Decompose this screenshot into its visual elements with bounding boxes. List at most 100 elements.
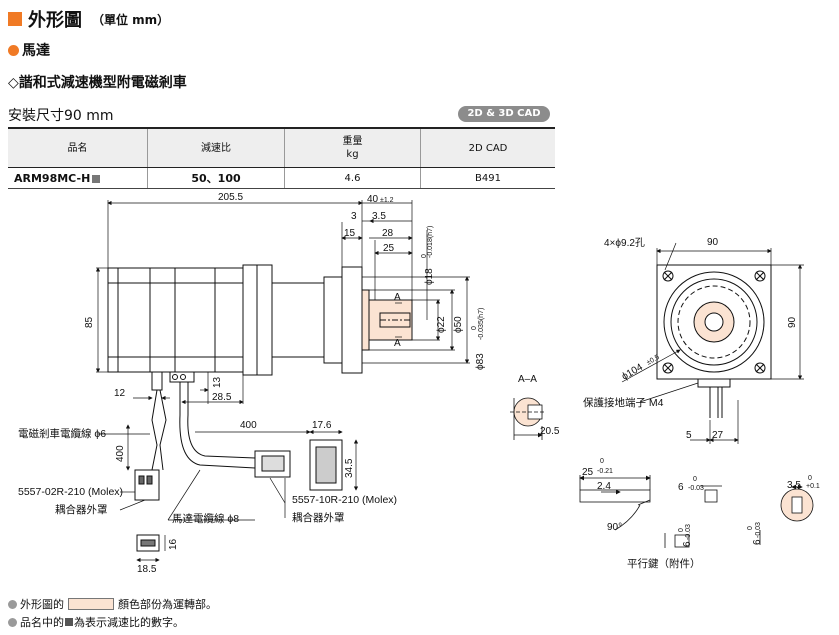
dim-phi104: ϕ104 [620,362,645,383]
motor-cable-label: 馬達電纜線 ϕ8 [172,512,239,525]
cell-ratio: 50、100 [147,167,285,189]
ground-terminal-label: 保護接地端子 M4 [583,396,664,409]
dimension-labels: 205.5 40 ±1.2 3 3.5 15 28 25 ϕ18 0 -0.01… [18,192,820,575]
dim-3-5: 3.5 [372,211,386,222]
section-aa [510,397,546,440]
dim-phi83-zero: 0 [471,326,478,330]
dim-34-5: 34.5 [344,458,355,478]
dim-phi83: ϕ83 [475,353,486,370]
dim-13: 13 [212,376,223,388]
key-dim-3-5-zero: 0 [808,475,812,482]
dim-phi18-zero: 0 [421,254,428,258]
dim-85: 85 [84,316,95,328]
cell-cad[interactable]: B491 [420,167,555,189]
dim-27: 27 [712,430,724,441]
title-text: 外形圖 [28,10,82,31]
coupler-cover-label-1: 耦合器外罩 [55,503,108,516]
note-bullet [8,617,17,627]
rotating-color-swatch [68,598,114,610]
spec-table: 品名 減速比 重量 kg 2D CAD ARM98MC-H 50、100 4.6… [8,127,555,189]
ratio-placeholder-box [92,174,101,183]
parallel-key-label: 平行鍵（附件） [627,557,701,570]
section-aa-title: A–A [518,374,537,385]
section-dot [8,44,19,56]
key-dim-25-tol: -0.21 [597,468,613,475]
dim-3: 3 [351,211,357,222]
dim-28: 28 [382,228,394,239]
col-header: 減速比 [147,127,285,168]
dim-205: 205.5 [218,192,243,203]
dim-28-5: 28.5 [212,392,232,403]
page-title: 外形圖 （單位 mm） [8,6,169,32]
dim-25: 25 [383,243,395,254]
key-dim-3-5: 3.5 [787,480,801,491]
section-a-bottom: A [394,338,401,349]
key-dim-6b-zero: 0 [678,528,685,532]
note1-end: 顏色部份為運轉部。 [118,598,217,611]
key-dim-6b: 6 [682,541,693,547]
dim-15: 15 [344,228,356,239]
subsection-heading: ◇諧和式減速機型附電磁剎車 [8,75,187,91]
dim-400-motor: 400 [240,420,257,431]
dim-phi83-tol: -0.035(h7) [478,308,485,340]
holes-label: 4×ϕ9.2孔 [604,237,645,249]
col-header: 2D CAD [420,127,555,168]
brake-cable-label: 電磁剎車電纜線 ϕ6 [18,427,106,440]
dim-18-5: 18.5 [137,564,157,575]
dim-90-width: 90 [707,237,719,248]
table-header-row: 品名 減速比 重量 kg 2D CAD [8,127,555,168]
section-a-top: A [394,292,401,303]
key-dim-6c: 6 [752,539,763,545]
dim-17-6: 17.6 [312,420,332,431]
dim-phi18-tol: -0.018(h7) [427,226,434,258]
note-rotating-parts: 外形圖的 顏色部份為運轉部。 [8,596,217,612]
dim-16: 16 [168,538,179,550]
note-ratio-box: 品名中的 為表示減速比的數字。 [8,614,184,630]
note-bullet [8,599,17,609]
section-heading: 馬達 [8,40,50,60]
title-marker [8,12,22,26]
key-dim-6c-zero: 0 [747,526,754,530]
dim-phi18: ϕ18 [424,268,435,285]
table-row: ARM98MC-H 50、100 4.6 B491 [8,167,555,189]
model-text: ARM98MC-H [14,171,91,185]
key-dim-6-tol: -0.03 [688,485,704,492]
section-text: 馬達 [22,43,50,59]
key-dim-6: 6 [678,482,684,493]
dim-12: 12 [114,388,126,399]
mount-size-label: 安裝尺寸90 mm [8,108,114,124]
connector-2p-label: 5557-02R-210 (Molex) [18,486,123,498]
key-dim-3-5-tol: +0.1 [806,483,820,490]
cell-model: ARM98MC-H [8,167,148,189]
note2-start: 品名中的 [20,616,64,629]
coupler-cover-label-2: 耦合器外罩 [292,511,345,524]
dim-40-tol: ±1.2 [380,197,394,204]
key-dim-6-zero: 0 [693,476,697,483]
dim-5: 5 [686,430,692,441]
cell-weight: 4.6 [284,167,421,189]
dim-phi22: ϕ22 [436,316,447,333]
col-header: 重量 kg [284,127,421,168]
key-dim-2-4: 2.4 [597,481,611,492]
dim-90-height: 90 [787,316,798,328]
col-header: 品名 [8,127,148,168]
dim-phi50: ϕ50 [453,316,464,333]
key-dim-6c-tol: -0.03 [755,522,762,538]
key-dim-6b-tol: -0.03 [685,524,692,540]
motor-front-view [656,264,772,418]
key-dim-25-zero: 0 [600,458,604,465]
dim-400-brake: 400 [115,445,126,462]
title-unit: （單位 mm） [92,12,170,27]
key-dim-25: 25 [582,467,594,478]
dim-20-5: 20.5 [540,426,560,437]
parallel-key-views [579,475,814,548]
note1-start: 外形圖的 [20,598,64,611]
note2-end: 為表示減速比的數字。 [74,616,184,629]
connector-10p-label: 5557-10R-210 (Molex) [292,494,397,506]
dim-40: 40 [367,194,379,205]
key-dim-90deg: 90° [607,522,622,533]
cad-badge[interactable]: 2D & 3D CAD [458,106,550,122]
ratio-box-symbol [65,618,73,626]
motor-side-view [107,264,413,471]
